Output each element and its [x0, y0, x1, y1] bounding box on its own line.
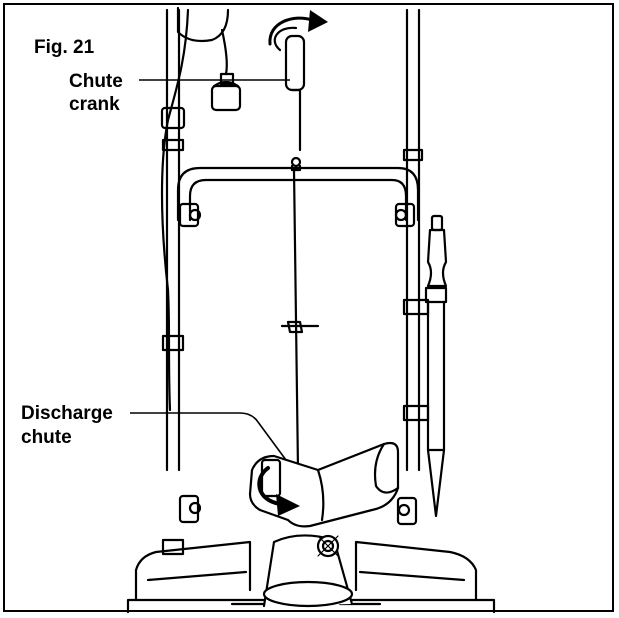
auger-housing: [134, 540, 252, 602]
discharge-chute-leader: [130, 412, 287, 461]
discharge-chute-label-line2: chute: [21, 427, 72, 448]
rotation-arrow-icon: [268, 10, 328, 46]
discharge-chute-label-line1: Discharge: [21, 403, 113, 424]
auger-housing-right: [354, 540, 478, 602]
crank-rod: [292, 168, 300, 472]
left-clamp-bottom: [161, 538, 185, 556]
figure-label: Fig. 21: [34, 37, 95, 58]
right-handle-knob-lower: [396, 496, 418, 526]
chute-crank-label-line2: crank: [69, 94, 120, 115]
left-handle-knob-lower: [178, 494, 202, 524]
control-cable: [220, 28, 228, 76]
right-clamp-top: [402, 148, 424, 162]
left-clamp-top: [160, 106, 186, 130]
left-cable: [160, 8, 190, 412]
left-handle-knob-upper: [178, 202, 202, 228]
chute-crank-label: Chute crank: [69, 70, 123, 116]
upper-handle-crossbar-inner: [188, 178, 408, 222]
left-clamp-lower: [161, 334, 185, 352]
right-handle-tube: [405, 8, 421, 472]
chute-crank-label-line1: Chute: [69, 71, 123, 92]
figure-frame: [3, 3, 614, 612]
right-handle-knob-upper: [394, 202, 416, 228]
rotation-arrow-icon: [257, 466, 300, 516]
control-box: [176, 6, 230, 43]
left-handle-tube: [165, 8, 181, 472]
clearing-tool: [402, 214, 448, 518]
chute-crank-pivot: [210, 72, 242, 112]
left-clamp-mid: [161, 138, 185, 152]
chute-crank: [273, 26, 320, 472]
discharge-chute-label: Discharge chute: [21, 402, 113, 450]
